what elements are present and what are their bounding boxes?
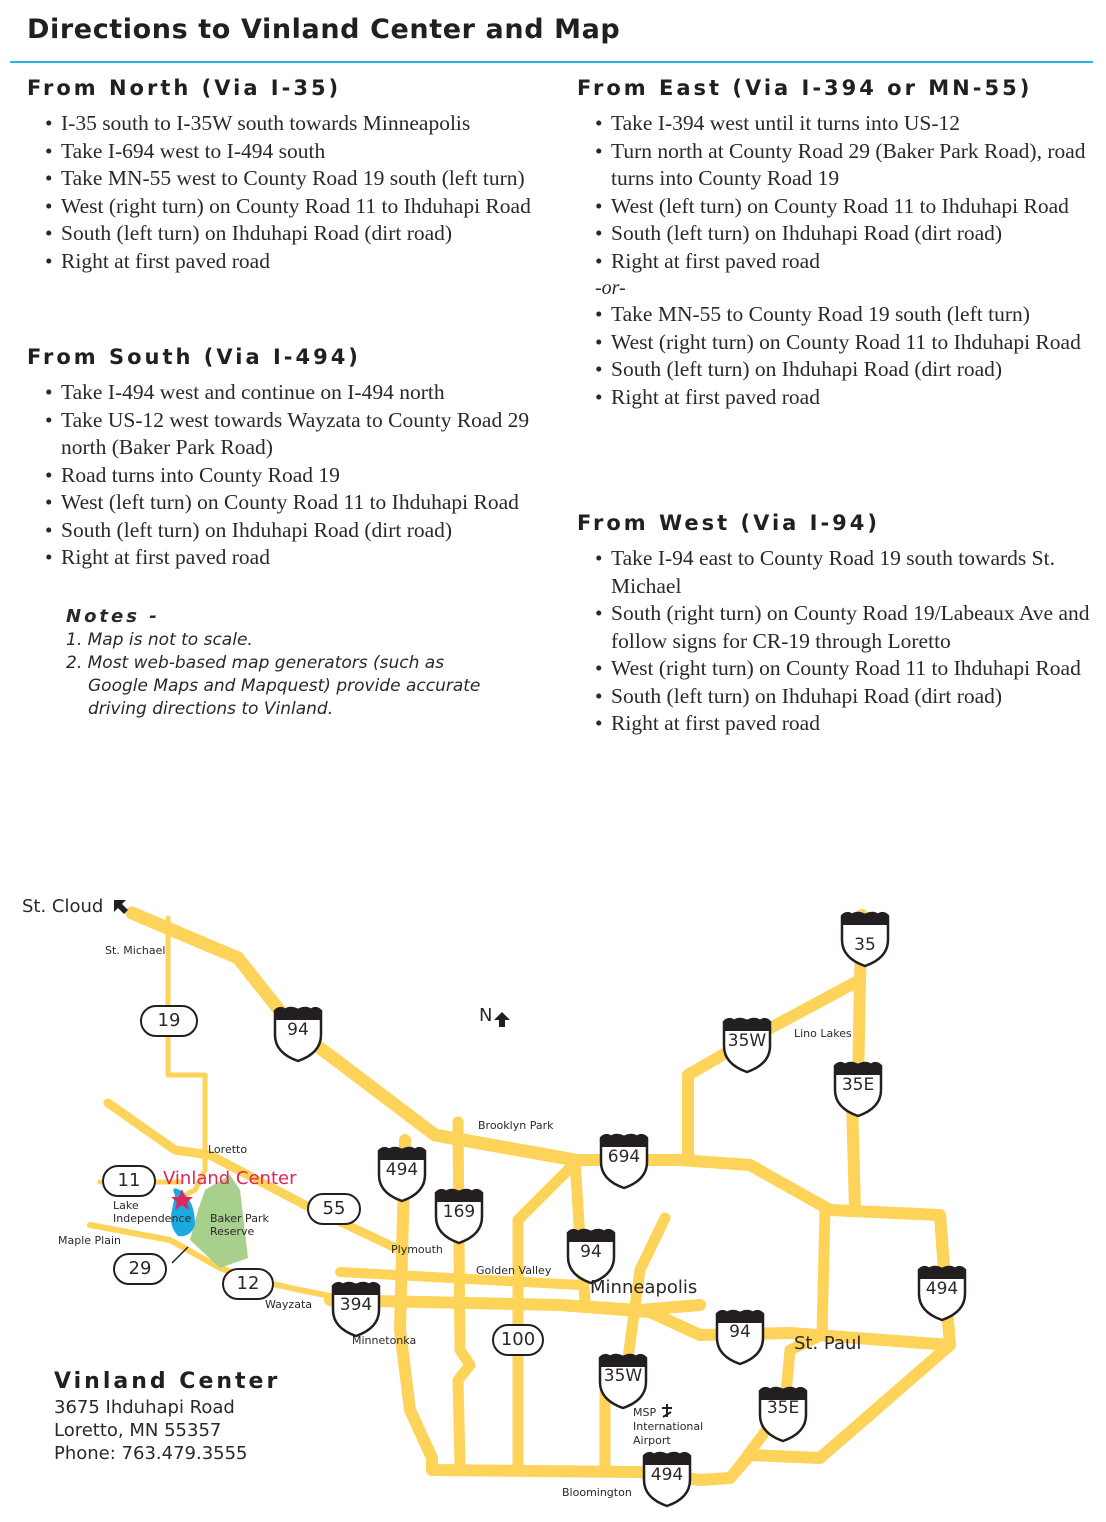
list-item: Right at first paved road: [577, 384, 1097, 412]
list-item: Take US-12 west towards Wayzata to Count…: [27, 407, 567, 462]
section-heading: From East (Via I-394 or MN-55): [577, 76, 1033, 100]
label-minneapolis: Minneapolis: [590, 1277, 698, 1298]
label-brooklyn-park: Brooklyn Park: [478, 1119, 554, 1132]
shield-i494-e: 494: [925, 1279, 959, 1299]
list-item: Take I-394 west until it turns into US-1…: [577, 110, 1097, 138]
label-maple-plain: Maple Plain: [58, 1234, 121, 1247]
list-item: South (left turn) on Ihduhapi Road (dirt…: [577, 220, 1097, 248]
shield-i494-s: 494: [650, 1465, 684, 1485]
vinland-star-icon: [171, 1189, 193, 1210]
route-map: 94 494 169 694 94 394 35 35W 35E 494 94 …: [0, 860, 1106, 1522]
list-item: South (left turn) on Ihduhapi Road (dirt…: [577, 683, 1097, 711]
notes-title: Notes -: [66, 606, 160, 627]
map-roads: [87, 900, 967, 1508]
note-item: 1. Map is not to scale.: [66, 630, 253, 650]
page-title: Directions to Vinland Center and Map: [27, 14, 621, 45]
route-mn55: 55: [307, 1193, 361, 1225]
address-city: Loretto, MN 55357: [54, 1420, 222, 1441]
label-st-paul: St. Paul: [794, 1333, 862, 1354]
list-item: Take I-694 west to I-494 south: [27, 138, 567, 166]
label-plymouth: Plymouth: [391, 1243, 443, 1256]
route-mn100: 100: [492, 1324, 544, 1356]
route-us12: 12: [222, 1268, 274, 1300]
section-from-west: From West (Via I-94) Take I-94 east to C…: [577, 511, 1097, 738]
shield-i494-w: 494: [385, 1160, 419, 1180]
address-street: 3675 Ihduhapi Road: [54, 1397, 235, 1418]
shield-i694: 694: [607, 1147, 641, 1167]
section-from-east: From East (Via I-394 or MN-55) Take I-39…: [577, 76, 1097, 411]
label-golden-valley: Golden Valley: [476, 1264, 552, 1277]
section-heading: From South (Via I-494): [27, 345, 361, 369]
list-item: South (left turn) on Ihduhapi Road (dirt…: [577, 356, 1097, 384]
list-item: Take MN-55 to County Road 19 south (left…: [577, 301, 1097, 329]
route-cr29: 29: [113, 1253, 167, 1285]
address-name: Vinland Center: [54, 1369, 281, 1394]
route-cr19: 19: [140, 1005, 198, 1037]
label-vinland-center: Vinland Center: [163, 1168, 297, 1189]
list-item: Right at first paved road: [27, 248, 567, 276]
baker-park-area: [190, 1175, 248, 1268]
list-item: West (left turn) on County Road 11 to Ih…: [577, 193, 1097, 221]
north-arrow-icon: [494, 1012, 510, 1027]
section-from-south: From South (Via I-494) Take I-494 west a…: [27, 345, 567, 572]
list-item: Turn north at County Road 29 (Baker Park…: [577, 138, 1097, 193]
list-item: West (right turn) on County Road 11 to I…: [577, 329, 1097, 357]
shield-i94-nw: 94: [287, 1020, 309, 1040]
label-msp-airport: MSP International Airport: [633, 1406, 704, 1447]
airplane-icon: [662, 1404, 672, 1418]
list-item: Right at first paved road: [27, 544, 567, 572]
label-loretto: Loretto: [208, 1143, 248, 1156]
list-item: Right at first paved road: [577, 248, 1097, 276]
list-item: West (right turn) on County Road 11 to I…: [577, 655, 1097, 683]
note-item: 2. Most web-based map generators (such a…: [66, 653, 481, 719]
list-item: South (left turn) on Ihduhapi Road (dirt…: [27, 220, 567, 248]
route-cr11: 11: [102, 1165, 156, 1197]
list-item: Take I-94 east to County Road 19 south t…: [577, 545, 1097, 600]
address-phone: Phone: 763.479.3555: [54, 1443, 248, 1464]
label-minnetonka: Minnetonka: [352, 1334, 417, 1347]
address-block: Vinland Center 3675 Ihduhapi Road Lorett…: [54, 1368, 280, 1465]
label-wayzata: Wayzata: [265, 1298, 312, 1311]
shield-i94-mpls: 94: [580, 1242, 602, 1262]
section-heading: From West (Via I-94): [577, 511, 880, 535]
shield-i35w-n: 35W: [727, 1031, 767, 1051]
section-from-north: From North (Via I-35) I-35 south to I-35…: [27, 76, 567, 275]
label-lino-lakes: Lino Lakes: [794, 1027, 852, 1040]
label-lake-independence: Lake Independence: [113, 1199, 192, 1225]
list-item: Take MN-55 west to County Road 19 south …: [27, 165, 567, 193]
list-item: South (left turn) on Ihduhapi Road (dirt…: [27, 517, 567, 545]
label-baker-park: Baker Park Reserve: [210, 1212, 269, 1238]
label-bloomington: Bloomington: [562, 1486, 632, 1499]
list-item: West (right turn) on County Road 11 to I…: [27, 193, 567, 221]
shield-i35w-s: 35W: [603, 1366, 643, 1386]
or-separator: -or-: [595, 277, 626, 299]
label-st-michael: St. Michael: [105, 944, 166, 957]
shield-i35: 35: [854, 935, 876, 955]
arrow-nw-icon: [114, 900, 128, 914]
shield-i35e-n: 35E: [841, 1075, 875, 1095]
list-item: Right at first paved road: [577, 710, 1097, 738]
shield-i35e-s: 35E: [766, 1398, 800, 1418]
list-item: Take I-494 west and continue on I-494 no…: [27, 379, 567, 407]
section-heading: From North (Via I-35): [27, 76, 342, 100]
list-item: West (left turn) on County Road 11 to Ih…: [27, 489, 567, 517]
list-item: I-35 south to I-35W south towards Minnea…: [27, 110, 567, 138]
label-north: N: [479, 1005, 493, 1026]
list-item: South (right turn) on County Road 19/Lab…: [577, 600, 1097, 655]
title-divider: [10, 61, 1093, 63]
shield-i169: 169: [442, 1202, 476, 1222]
list-item: Road turns into County Road 19: [27, 462, 567, 490]
label-st-cloud: St. Cloud: [22, 896, 104, 917]
notes-block: Notes - 1. Map is not to scale. 2. Most …: [66, 606, 486, 721]
shield-i94-e: 94: [729, 1322, 751, 1342]
shield-i394: 394: [339, 1295, 373, 1315]
